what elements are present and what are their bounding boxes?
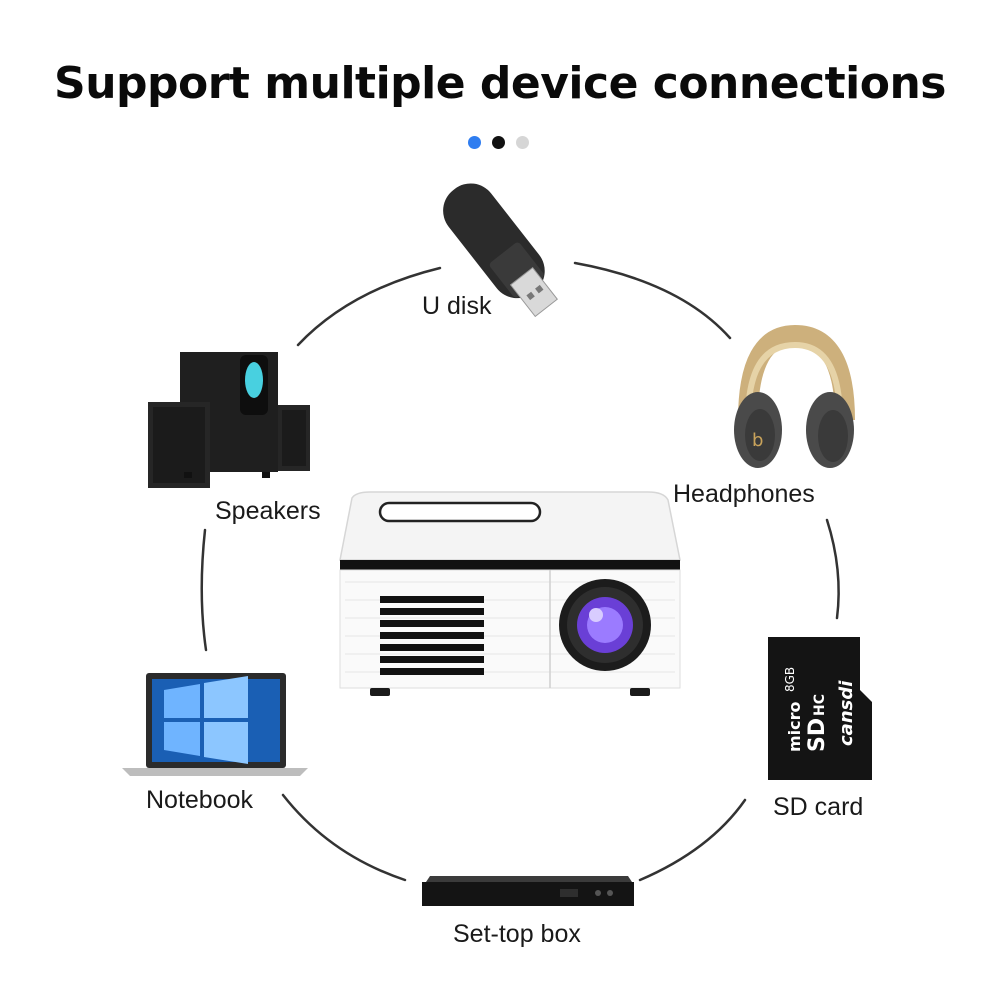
headphones-icon: b (734, 324, 855, 468)
label-set-top-box: Set-top box (453, 920, 581, 948)
page-title: Support multiple device connections (54, 58, 946, 109)
sd-card-brand-text: cansdi (836, 680, 857, 746)
speakers-icon (148, 352, 310, 488)
ring-arc-bottom-left (281, 793, 407, 882)
ring-arc-right (825, 518, 840, 620)
ring-arc-top-left (296, 266, 442, 347)
svg-text:b: b (752, 430, 763, 451)
carousel-dot-3[interactable] (516, 136, 529, 149)
ring-arc-bottom-right (638, 798, 747, 882)
carousel-dot-1[interactable] (468, 136, 481, 149)
label-notebook: Notebook (146, 786, 254, 814)
ring-arc-left (200, 528, 208, 652)
connection-ring (200, 261, 840, 882)
set-top-box-icon (422, 876, 634, 906)
label-u-disk: U disk (422, 292, 492, 320)
label-speakers: Speakers (215, 497, 321, 525)
laptop-icon (122, 673, 308, 776)
label-sd-card: SD card (773, 793, 864, 821)
sd-card-hc-text: HC (812, 694, 828, 716)
carousel-dots (468, 136, 538, 150)
projector-icon (339, 491, 681, 696)
label-headphones: Headphones (673, 480, 815, 508)
sd-card-icon: micro SD HC cansdi 8GB (768, 637, 872, 780)
sd-card-sd-text: SD (805, 718, 830, 752)
ring-arc-top-right (573, 261, 732, 340)
sd-card-capacity-text: 8GB (783, 667, 797, 692)
carousel-dot-2[interactable] (492, 136, 505, 149)
sd-card-micro-text: micro (785, 701, 804, 752)
usb-drive-icon (443, 183, 558, 318)
